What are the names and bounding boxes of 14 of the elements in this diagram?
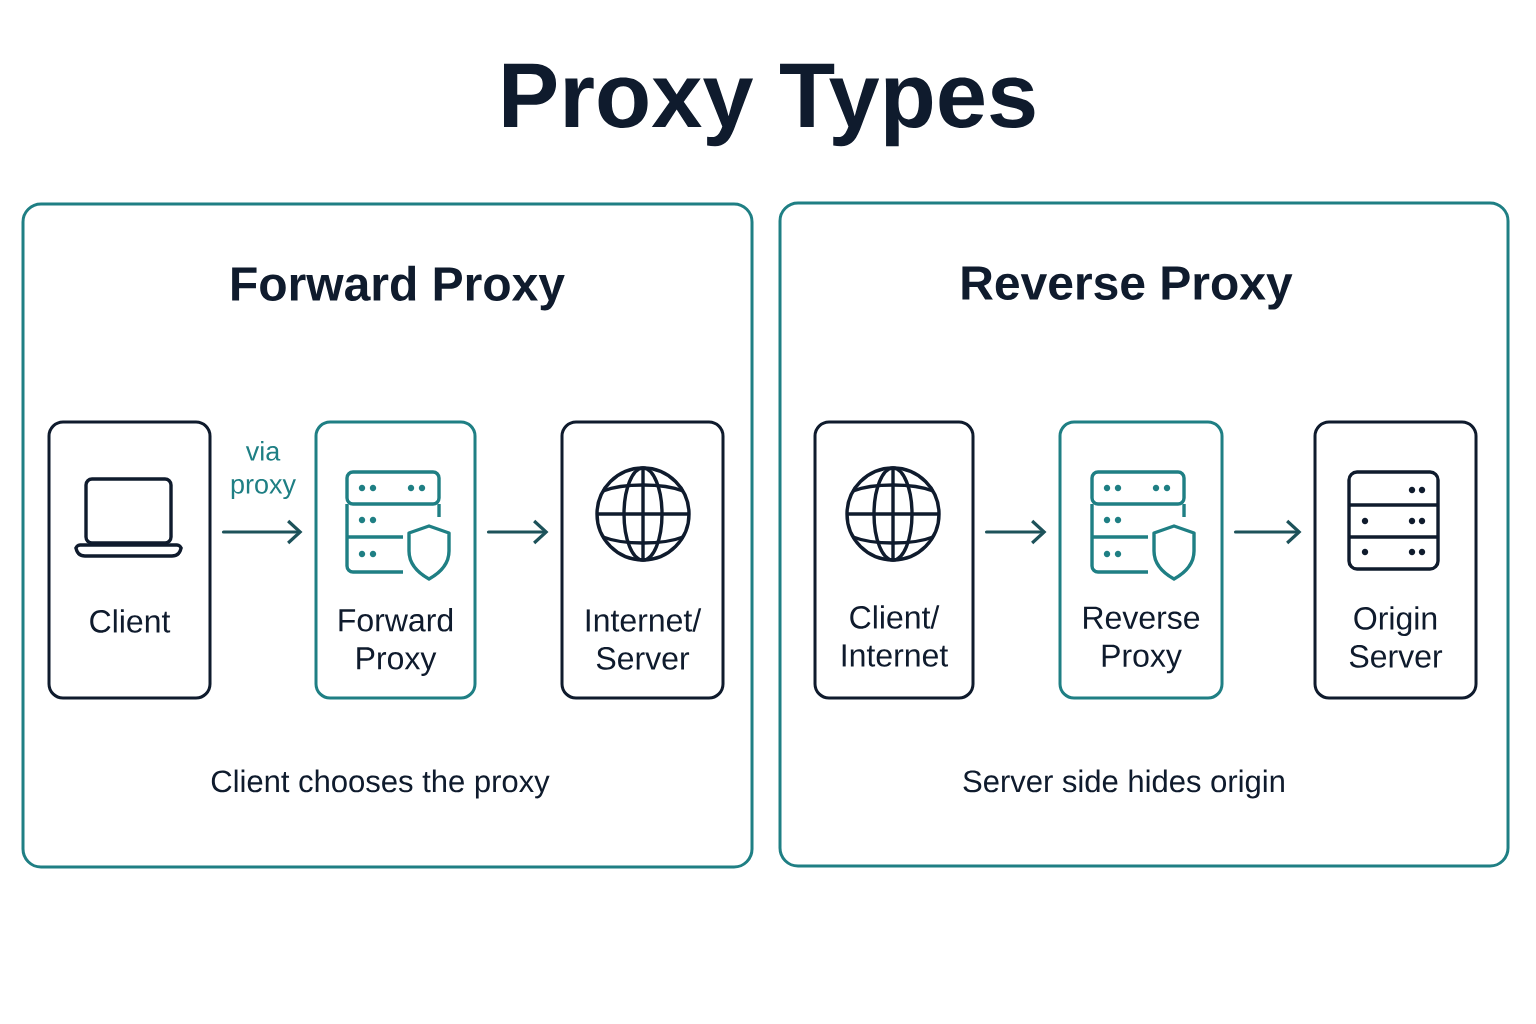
proxy-box: Reverse Proxy: [1058, 420, 1224, 700]
panel: [778, 201, 1510, 868]
node-box: Internet/ Server: [560, 420, 725, 700]
panel-caption: Server side hides origin: [963, 769, 1284, 799]
panel-caption: Client chooses the proxy: [211, 769, 550, 799]
panel: [21, 202, 754, 869]
node-box: Client: [47, 420, 212, 700]
edge-label: via proxy: [225, 438, 301, 502]
proxy-box: Forward Proxy: [314, 420, 477, 700]
node-box: Origin Server: [1313, 420, 1478, 700]
node-box: Client/ Internet: [813, 420, 975, 700]
panel-heading: Forward Proxy: [232, 265, 565, 311]
panel-heading: Reverse Proxy: [962, 266, 1293, 310]
title: Proxy Types: [504, 63, 1035, 147]
